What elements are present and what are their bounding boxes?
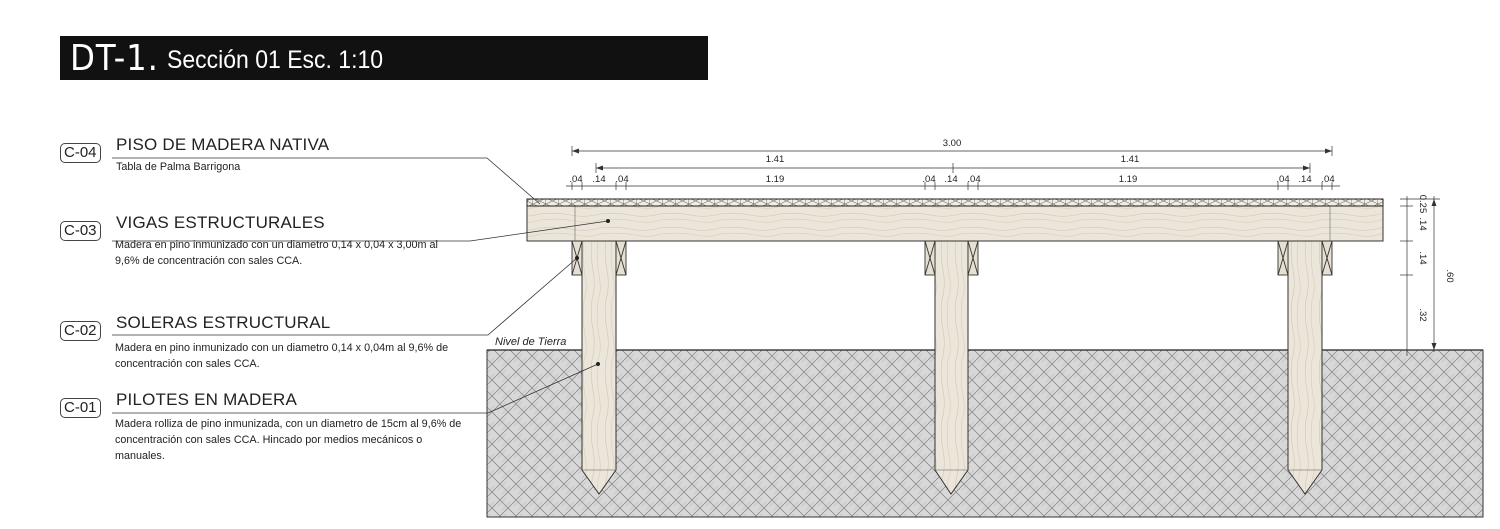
dim-v-overall: .60 [1444, 269, 1455, 282]
dim-seg-5: .04 [922, 174, 935, 185]
drawing-code: DT-1. [70, 38, 159, 79]
title-bar: DT-1. Sección 01 Esc. 1:10 [60, 36, 708, 80]
vertical-dimension-arrows [1431, 199, 1437, 350]
dim-seg-8: 1.19 [1119, 174, 1138, 185]
dim-total: 3.00 [943, 138, 962, 149]
ground-block [486, 349, 1484, 518]
label-desc-c01: Madera rolliza de pino inmunizada, con u… [115, 418, 462, 462]
dim-seg-7: .04 [967, 174, 980, 185]
pile-right [1287, 240, 1323, 495]
ground-level-label: Nivel de Tierra [495, 336, 566, 348]
beam-vigas [526, 205, 1384, 242]
leader-dot-c03 [606, 219, 610, 223]
dim-half-right: 1.41 [1121, 154, 1140, 165]
label-desc-c02: Madera en pino inmunizado con un diametr… [115, 342, 449, 370]
label-title-c03: VIGAS ESTRUCTURALES [116, 213, 325, 232]
tag-c01: C-01 [60, 398, 101, 418]
dim-seg-9: .04 [1276, 174, 1289, 185]
dim-v-beam: .14 [1417, 217, 1428, 230]
drawing-subtitle: Sección 01 Esc. 1:10 [167, 46, 384, 74]
dim-seg-6: .14 [944, 174, 957, 185]
dim-v-decking: 0.25 [1417, 195, 1428, 214]
tag-c04: C-04 [60, 143, 101, 163]
dim-seg-1: .04 [569, 174, 582, 185]
leader-lines [112, 157, 609, 414]
dim-seg-4: 1.19 [766, 174, 785, 185]
dimension-lines [566, 146, 1340, 190]
dim-seg-2: .14 [592, 174, 605, 185]
label-desc-c03: Madera en pino inmunizado con un diametr… [115, 239, 438, 267]
dimension-arrows [572, 148, 1332, 171]
pile-center [934, 240, 969, 495]
label-title-c04: PISO DE MADERA NATIVA [116, 135, 330, 154]
leader-dot-c01 [596, 362, 600, 366]
dim-v-pile: .32 [1417, 308, 1428, 321]
pile-left [581, 240, 617, 495]
tag-c02: C-02 [60, 321, 101, 341]
dim-v-solera: .14 [1417, 251, 1428, 264]
tag-c03: C-03 [60, 221, 101, 241]
vertical-dimension-lines [1400, 196, 1440, 356]
label-title-c01: PILOTES EN MADERA [116, 390, 297, 409]
leader-dot-c02 [575, 256, 579, 260]
label-title-c02: SOLERAS ESTRUCTURAL [116, 313, 331, 332]
label-desc-c04: Tabla de Palma Barrigona [116, 161, 241, 173]
dim-seg-10: .14 [1298, 174, 1311, 185]
dim-half-left: 1.41 [766, 154, 785, 165]
dim-seg-3: .04 [615, 174, 628, 185]
dim-seg-11: .04 [1321, 174, 1334, 185]
decking-piso [526, 198, 1384, 207]
